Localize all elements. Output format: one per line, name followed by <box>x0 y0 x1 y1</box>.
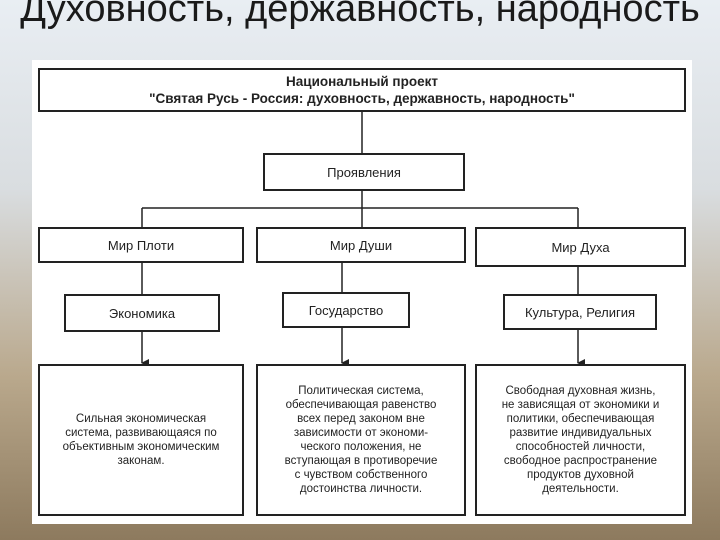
economy-box: Экономика <box>64 294 220 332</box>
national-project-subtitle: "Святая Русь - Россия: духовность, держа… <box>149 91 575 106</box>
world-soul-box: Мир Души <box>256 227 466 263</box>
economy-description: Сильная экономическая система, развивающ… <box>38 364 244 516</box>
state-description: Политическая система, обеспечивающая рав… <box>256 364 466 516</box>
culture-description: Свободная духовная жизнь, не зависящая о… <box>475 364 686 516</box>
world-spirit-box: Мир Духа <box>475 227 686 267</box>
national-project-box: Национальный проект "Святая Русь - Росси… <box>38 68 686 112</box>
world-flesh-box: Мир Плоти <box>38 227 244 263</box>
slide-title: Духовность, державность, народность <box>20 0 700 30</box>
national-project-title: Национальный проект <box>286 74 438 89</box>
connector-lines <box>141 100 585 367</box>
state-box: Государство <box>282 292 410 328</box>
diagram-panel: Национальный проект "Святая Русь - Росси… <box>32 60 692 524</box>
culture-religion-box: Культура, Религия <box>503 294 657 330</box>
manifestations-box: Проявления <box>263 153 465 191</box>
